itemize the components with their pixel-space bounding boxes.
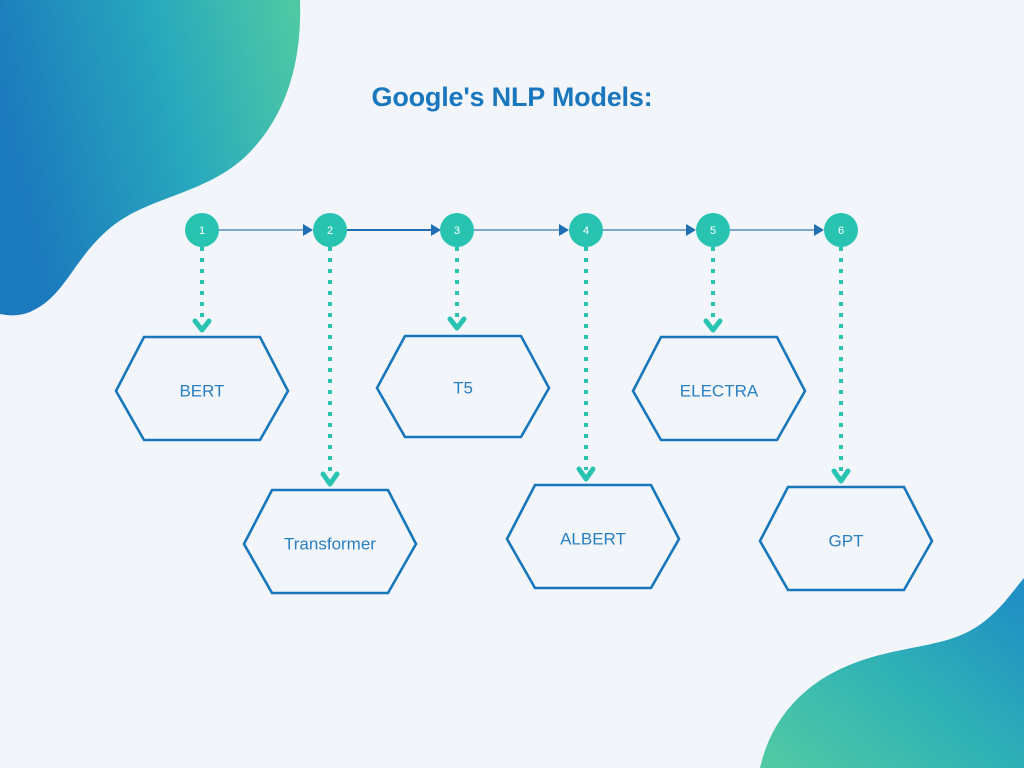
drop-line-1 [192,247,212,333]
timeline-node-4-number: 4 [583,225,589,237]
timeline-node-6[interactable]: 6 [824,213,858,247]
model-label-transformer: Transformer [284,534,376,553]
connector-5-6 [730,224,824,236]
model-label-gpt: GPT [829,531,864,550]
model-hexagon-albert[interactable]: ALBERT [505,483,681,590]
timeline-node-1-number: 1 [199,225,205,237]
model-hexagon-bert[interactable]: BERT [114,335,290,442]
model-label-t5: T5 [453,378,473,397]
timeline-node-4[interactable]: 4 [569,213,603,247]
blob-bottom-right [760,578,1024,768]
drop-line-5 [703,247,723,333]
timeline-node-5[interactable]: 5 [696,213,730,247]
timeline-node-2-number: 2 [327,225,333,237]
drop-line-4 [576,247,596,482]
model-hexagon-t5[interactable]: T5 [375,334,551,439]
page-title: Google's NLP Models: [371,82,653,112]
timeline-node-2[interactable]: 2 [313,213,347,247]
model-hexagon-gpt[interactable]: GPT [758,485,934,592]
timeline-connectors [219,224,824,236]
timeline-node-1[interactable]: 1 [185,213,219,247]
model-hexagon-electra[interactable]: ELECTRA [631,335,807,442]
connector-3-4 [474,224,569,236]
drop-line-3 [447,247,467,331]
timeline-node-5-number: 5 [710,225,716,237]
timeline-nodes: 1 2 3 4 5 6 [185,213,858,247]
model-label-electra: ELECTRA [680,381,759,400]
drop-connectors [192,247,851,487]
model-label-albert: ALBERT [560,529,626,548]
connector-2-3 [347,224,441,236]
timeline-node-3[interactable]: 3 [440,213,474,247]
model-hexagons: BERT Transformer T5 ALBERT ELECTRA GPT [114,334,934,595]
model-label-bert: BERT [179,381,224,400]
timeline-node-6-number: 6 [838,225,844,237]
drop-line-6 [831,247,851,484]
model-hexagon-transformer[interactable]: Transformer [242,488,418,595]
drop-line-2 [320,247,340,487]
timeline-node-3-number: 3 [454,225,460,237]
connector-1-2 [219,224,313,236]
blob-top-left [0,0,301,316]
connector-4-5 [603,224,696,236]
